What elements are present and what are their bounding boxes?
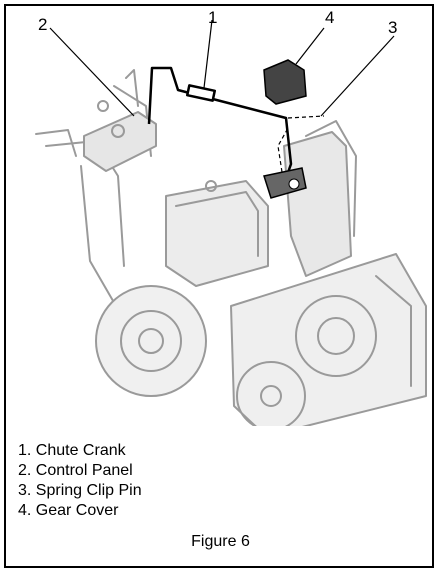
legend-item-spring-clip-pin: 3. Spring Clip Pin <box>18 482 142 499</box>
handle-left <box>35 129 77 157</box>
control-panel-shape <box>83 111 157 172</box>
auger-drum <box>236 361 306 426</box>
callout-4: 4 <box>325 8 335 27</box>
chute-shape <box>283 131 352 277</box>
figure-caption: Figure 6 <box>191 533 250 550</box>
wheel-outer <box>95 285 207 397</box>
parts-legend: 1. Chute Crank 2. Control Panel 3. Sprin… <box>18 441 142 521</box>
auger-housing <box>230 253 427 426</box>
leader-2 <box>49 27 135 117</box>
legend-item-chute-crank: 1. Chute Crank <box>18 442 126 459</box>
callout-2: 2 <box>38 15 48 34</box>
legend-item-control-panel: 2. Control Panel <box>18 462 133 479</box>
callout-3: 3 <box>388 18 398 37</box>
figure-frame <box>4 4 434 568</box>
engine-shape <box>165 180 269 287</box>
callout-1: 1 <box>208 8 218 27</box>
chute-crank-bracket <box>185 84 217 102</box>
snowblower-illustration <box>35 19 427 426</box>
chute-crank-rod <box>147 66 293 185</box>
gear-cover-shape <box>263 59 307 105</box>
legend-item-gear-cover: 4. Gear Cover <box>18 502 119 519</box>
leader-1 <box>203 19 213 89</box>
handle-right <box>125 69 139 107</box>
leader-4 <box>295 27 325 65</box>
leader-3 <box>320 35 395 117</box>
